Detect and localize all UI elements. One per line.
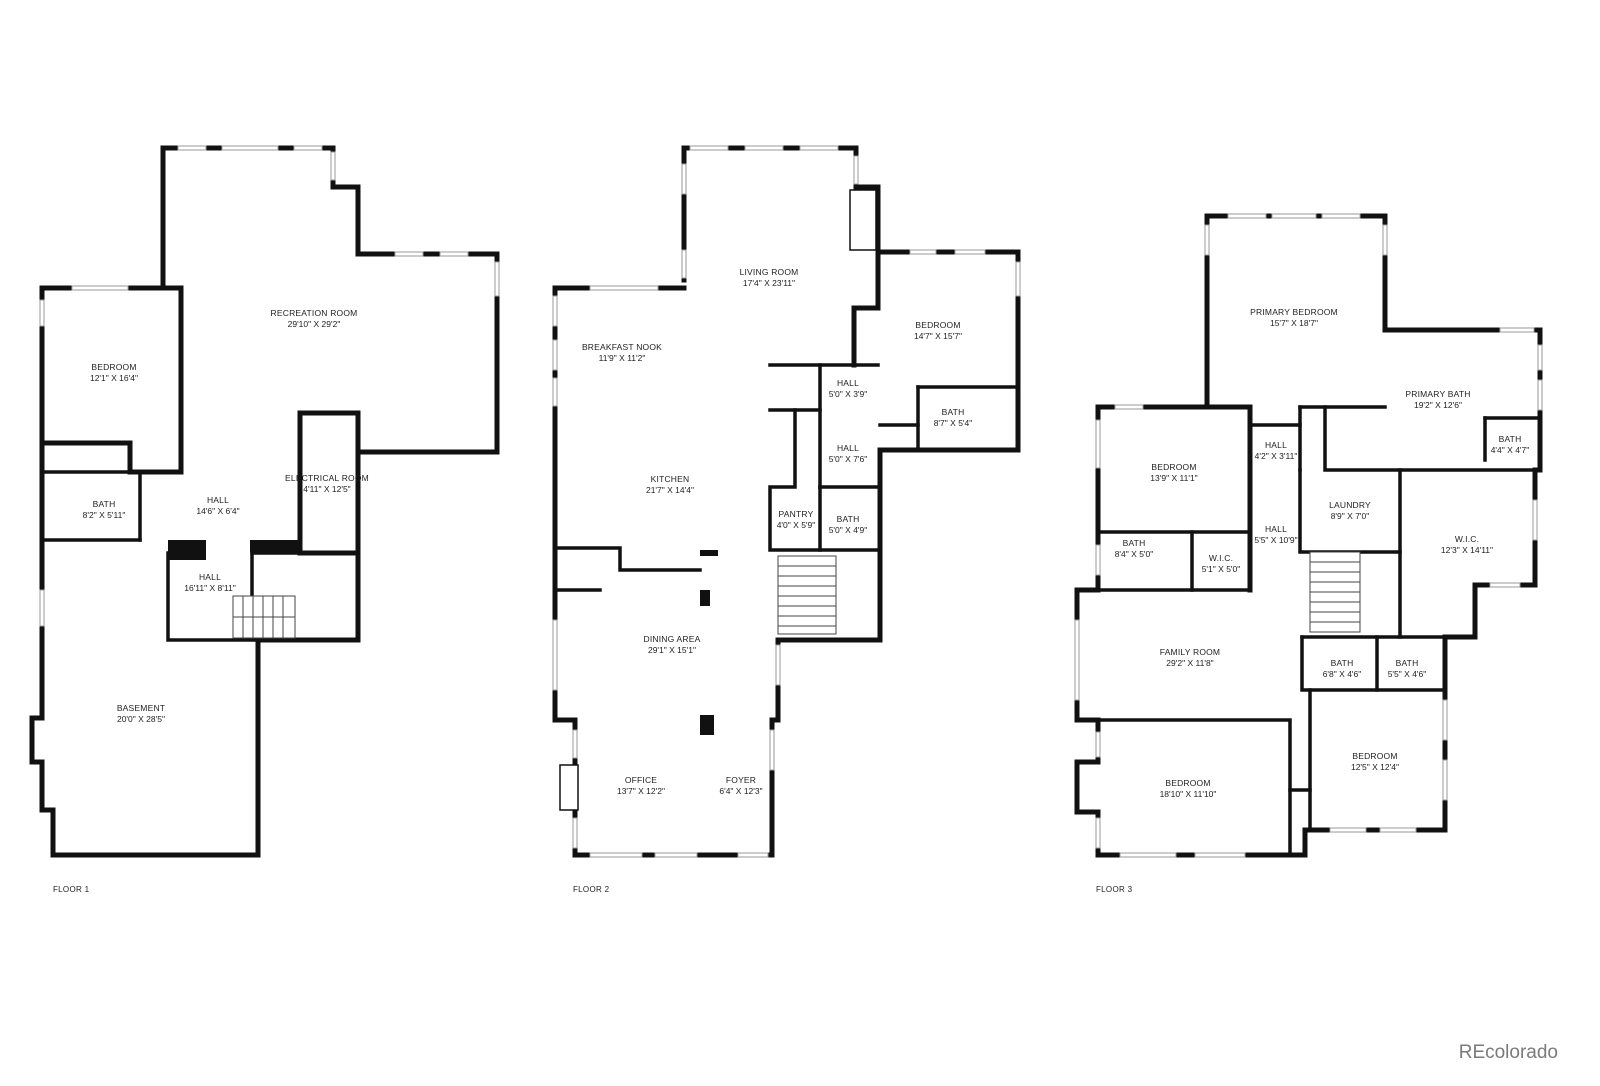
room-name: RECREATION ROOM [271,308,358,318]
room-dimensions: 5'1" X 5'0" [1202,564,1241,574]
room-dimensions: 17'4" X 23'11" [743,278,795,288]
floor-2-plan [552,145,1021,858]
room-name: HALL [1265,524,1287,534]
floor-1-plan [29,145,500,858]
room-dimensions: 21'7" X 14'4" [646,485,694,495]
room-dimensions: 29'2" X 11'8" [1166,658,1213,668]
room-dimensions: 5'0" X 3'9" [829,389,868,399]
room-dimensions: 6'8" X 4'6" [1323,669,1362,679]
room-name: KITCHEN [651,474,690,484]
room-dimensions: 19'2" X 12'6" [1414,400,1462,410]
room-name: DINING AREA [644,634,701,644]
room-name: PANTRY [779,509,814,519]
room-name: HALL [837,378,859,388]
room-dimensions: 5'5" X 4'6" [1388,669,1427,679]
room-dimensions: 8'7" X 5'4" [934,418,973,428]
room-name: PRIMARY BEDROOM [1250,307,1338,317]
stairs-floor-3 [1309,551,1361,633]
room-name: BEDROOM [1165,778,1210,788]
room-name: OFFICE [625,775,657,785]
room-name: BATH [837,514,860,524]
brand-watermark: REcolorado [1458,1042,1558,1063]
room-dimensions: 15'7" X 18'7" [1270,318,1318,328]
room-name: BATH [942,407,965,417]
room-name: LIVING ROOM [740,267,799,277]
room-name: BEDROOM [1151,462,1196,472]
room-dimensions: 8'4" X 5'0" [1115,549,1154,559]
room-name: ELECTRICAL ROOM [285,473,369,483]
room-name: BEDROOM [91,362,136,372]
room-name: BATH [1123,538,1146,548]
room-name: FAMILY ROOM [1160,647,1220,657]
floor-3-plan [1074,213,1543,858]
room-dimensions: 4'0" X 5'9" [777,520,816,530]
room-dimensions: 12'1" X 16'4" [90,373,138,383]
room-dimensions: 20'0" X 28'5" [117,714,165,724]
room-name: W.I.C. [1455,534,1479,544]
room-dimensions: 11'9" X 11'2" [599,353,646,363]
room-dimensions: 12'3" X 14'11" [1441,545,1493,555]
room-name: BEDROOM [915,320,960,330]
room-dimensions: 4'2" X 3'11" [1255,451,1298,461]
room-dimensions: 4'11" X 12'5" [303,484,350,494]
room-name: HALL [199,572,221,582]
room-name: BATH [1396,658,1419,668]
room-name: BASEMENT [117,703,165,713]
room-dimensions: 29'10" X 29'2" [288,319,341,329]
room-dimensions: 29'1" X 15'1" [648,645,696,655]
room-dimensions: 8'9" X 7'0" [1331,511,1370,521]
floor-1-label: FLOOR 1 [53,885,90,894]
floor-3-label: FLOOR 3 [1096,885,1133,894]
room-dimensions: 5'5" X 10'9" [1254,535,1297,545]
room-name: BATH [1499,434,1522,444]
room-name: BATH [1331,658,1354,668]
room-dimensions: 13'9" X 11'1" [1150,473,1197,483]
room-dimensions: 14'6" X 6'4" [196,506,239,516]
room-name: W.I.C. [1209,553,1233,563]
room-name: BREAKFAST NOOK [582,342,662,352]
room-name: FOYER [726,775,756,785]
room-dimensions: 4'4" X 4'7" [1491,445,1530,455]
room-dimensions: 5'0" X 7'6" [829,454,868,464]
room-dimensions: 16'11" X 8'11" [184,583,236,593]
room-dimensions: 5'0" X 4'9" [829,525,868,535]
room-dimensions: 18'10" X 11'10" [1160,789,1217,799]
room-name: HALL [1265,440,1287,450]
room-name: BATH [93,499,116,509]
stairs-floor-1 [232,595,296,639]
floor-2-label: FLOOR 2 [573,885,610,894]
stairs-floor-2 [777,555,837,635]
room-name: PRIMARY BATH [1405,389,1470,399]
room-name: HALL [207,495,229,505]
room-name: LAUNDRY [1329,500,1371,510]
room-dimensions: 8'2" X 5'11" [83,510,126,520]
room-name: HALL [837,443,859,453]
room-name: BEDROOM [1352,751,1397,761]
room-dimensions: 13'7" X 12'2" [617,786,665,796]
room-labels: RECREATION ROOM 29'10" X 29'2" BEDROOM 1… [83,267,1530,799]
room-dimensions: 14'7" X 15'7" [914,331,962,341]
room-dimensions: 6'4" X 12'3" [719,786,762,796]
room-dimensions: 12'5" X 12'4" [1351,762,1399,772]
